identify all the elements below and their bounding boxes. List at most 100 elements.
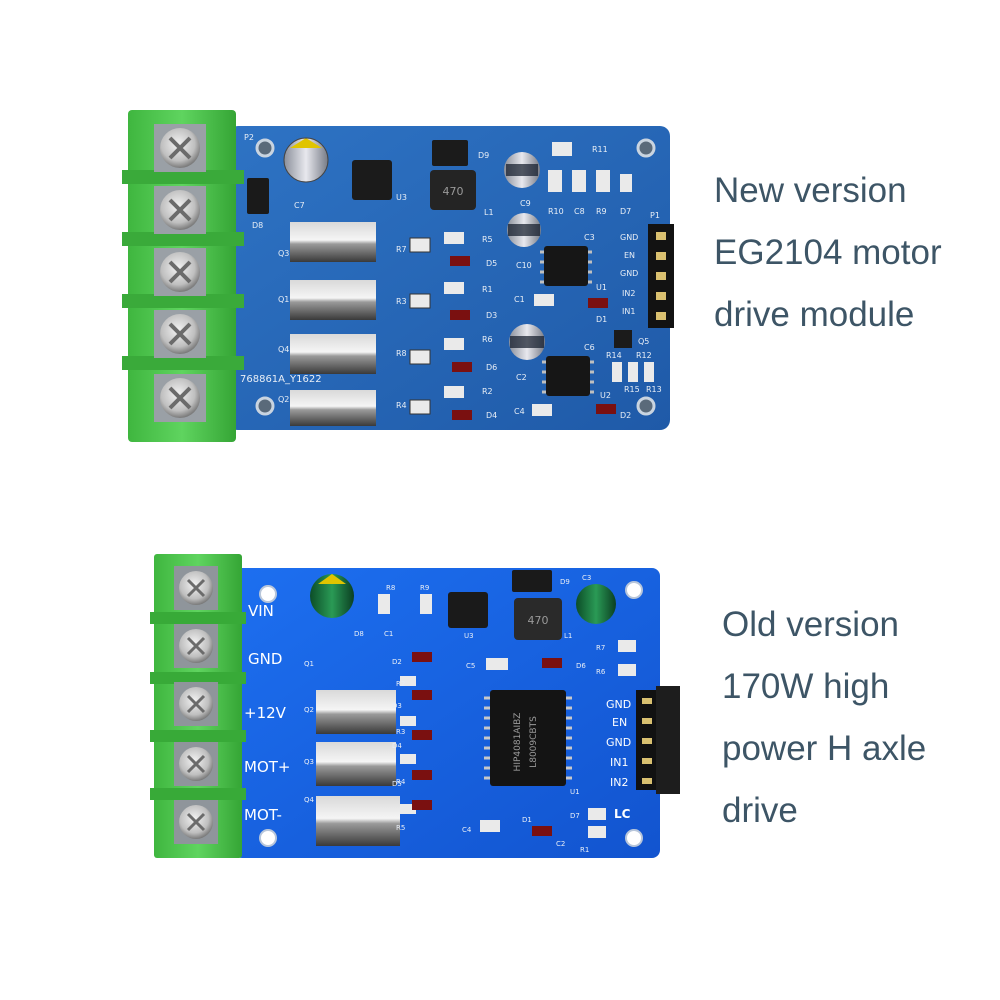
svg-text:IN1: IN1 xyxy=(610,756,628,769)
new-board-silkscreen: P2 P1 C7 D8 U3 D9 L1 R11 R10 C8 R9 D7 C9… xyxy=(240,133,662,420)
svg-text:U1: U1 xyxy=(596,283,607,292)
svg-text:C4: C4 xyxy=(514,407,525,416)
new-board-mounting-holes xyxy=(255,138,656,416)
old-board-capacitor-c3 xyxy=(576,584,616,624)
svg-text:D6: D6 xyxy=(576,662,586,670)
svg-text:R1: R1 xyxy=(580,846,589,854)
svg-text:GND: GND xyxy=(248,650,282,668)
old-board-header-pin-labels: GND EN GND IN1 IN2 xyxy=(606,698,631,789)
new-board-capacitor-c9 xyxy=(504,152,540,188)
svg-text:EN: EN xyxy=(612,716,627,729)
svg-text:C9: C9 xyxy=(520,199,531,208)
svg-text:R15: R15 xyxy=(624,385,640,394)
svg-text:GND: GND xyxy=(606,698,631,711)
svg-text:IN1: IN1 xyxy=(622,307,635,316)
svg-text:R10: R10 xyxy=(548,207,564,216)
svg-text:D2: D2 xyxy=(392,658,402,666)
svg-text:Q2: Q2 xyxy=(278,395,289,404)
svg-text:R7: R7 xyxy=(596,644,605,652)
svg-text:R9: R9 xyxy=(420,584,429,592)
caption-line: 170W high xyxy=(722,667,890,706)
svg-text:C8: C8 xyxy=(574,207,585,216)
svg-text:Q1: Q1 xyxy=(278,295,289,304)
svg-text:L1: L1 xyxy=(564,632,572,640)
svg-text:R4: R4 xyxy=(396,401,407,410)
new-board-terminal-block xyxy=(122,110,244,442)
old-board: VIN GND +12V MOT+ MOT- 470 HIP4081AIBZ xyxy=(150,554,680,858)
svg-text:+12V: +12V xyxy=(244,704,287,722)
old-board-regulator-u3 xyxy=(448,592,488,628)
svg-text:MOT+: MOT+ xyxy=(244,758,290,776)
svg-text:C2: C2 xyxy=(556,840,565,848)
old-version-caption: Old version 170W high power H axle drive xyxy=(722,594,926,842)
svg-text:D3: D3 xyxy=(486,311,497,320)
svg-text:U1: U1 xyxy=(570,788,580,796)
svg-text:R8: R8 xyxy=(396,349,407,358)
caption-line: drive xyxy=(722,791,798,830)
caption-line: EG2104 motor xyxy=(714,233,942,272)
svg-text:Q4: Q4 xyxy=(278,345,289,354)
svg-text:C3: C3 xyxy=(582,574,591,582)
svg-text:R2: R2 xyxy=(396,680,405,688)
svg-text:L1: L1 xyxy=(484,208,494,217)
svg-text:R9: R9 xyxy=(596,207,607,216)
svg-text:C3: C3 xyxy=(584,233,595,242)
new-version-caption: New version EG2104 motor drive module xyxy=(714,160,942,346)
svg-text:D2: D2 xyxy=(620,411,631,420)
svg-text:D9: D9 xyxy=(560,578,570,586)
old-board-driver-chip: HIP4081AIBZ L8009CBTS xyxy=(484,690,572,786)
new-board-capacitor-c7 xyxy=(283,137,329,183)
new-board-diode-d9 xyxy=(432,140,468,166)
svg-text:IN2: IN2 xyxy=(610,776,628,789)
svg-text:Q3: Q3 xyxy=(278,249,289,258)
svg-text:R5: R5 xyxy=(396,824,405,832)
svg-text:R6: R6 xyxy=(596,668,606,676)
svg-text:C6: C6 xyxy=(584,343,595,352)
new-board-pin-header xyxy=(648,224,674,328)
svg-text:GND: GND xyxy=(606,736,631,749)
svg-text:C4: C4 xyxy=(462,826,472,834)
new-board-mosfets xyxy=(290,222,376,426)
new-board-smd-resistors xyxy=(409,142,654,416)
new-board-capacitor-c6 xyxy=(509,324,545,360)
old-board-capacitor-c1 xyxy=(310,574,354,618)
svg-text:D4: D4 xyxy=(392,742,402,750)
new-board-chip-pins xyxy=(540,250,594,394)
new-board-screw-terminals xyxy=(154,124,206,422)
svg-text:R3: R3 xyxy=(396,728,405,736)
caption-line: drive module xyxy=(714,295,915,334)
svg-text:D9: D9 xyxy=(478,151,489,160)
svg-text:GND: GND xyxy=(620,269,638,278)
new-board-diode-d8 xyxy=(247,178,269,214)
old-board-smd-diodes xyxy=(412,652,562,836)
svg-text:HIP4081AIBZ: HIP4081AIBZ xyxy=(513,713,523,772)
svg-text:R2: R2 xyxy=(482,387,493,396)
svg-text:R8: R8 xyxy=(386,584,395,592)
old-board-inductor-text: 470 xyxy=(528,614,549,627)
svg-text:C7: C7 xyxy=(294,201,305,210)
svg-text:R12: R12 xyxy=(636,351,652,360)
old-board-pin-header xyxy=(636,686,680,794)
svg-text:C1: C1 xyxy=(514,295,525,304)
svg-text:GND: GND xyxy=(620,233,638,242)
new-board-header-pin-labels: GND EN GND IN2 IN1 xyxy=(620,233,638,316)
svg-text:C1: C1 xyxy=(384,630,393,638)
svg-text:D1: D1 xyxy=(522,816,532,824)
svg-text:EN: EN xyxy=(624,251,635,260)
svg-text:D3: D3 xyxy=(392,702,402,710)
svg-text:R14: R14 xyxy=(606,351,622,360)
svg-text:C10: C10 xyxy=(516,261,532,270)
svg-text:L8009CBTS: L8009CBTS xyxy=(529,716,539,768)
svg-text:MOT-: MOT- xyxy=(244,806,282,824)
svg-text:D7: D7 xyxy=(570,812,580,820)
old-board-mosfets xyxy=(316,690,400,846)
svg-text:D8: D8 xyxy=(252,221,263,230)
svg-text:R1: R1 xyxy=(482,285,493,294)
svg-text:R13: R13 xyxy=(646,385,662,394)
svg-text:P1: P1 xyxy=(650,211,660,220)
old-board-diode-d9 xyxy=(512,570,552,592)
svg-text:Q2: Q2 xyxy=(304,706,314,714)
old-board-inductor-l1 xyxy=(514,598,562,640)
caption-line: Old version xyxy=(722,605,900,644)
svg-text:R3: R3 xyxy=(396,297,407,306)
